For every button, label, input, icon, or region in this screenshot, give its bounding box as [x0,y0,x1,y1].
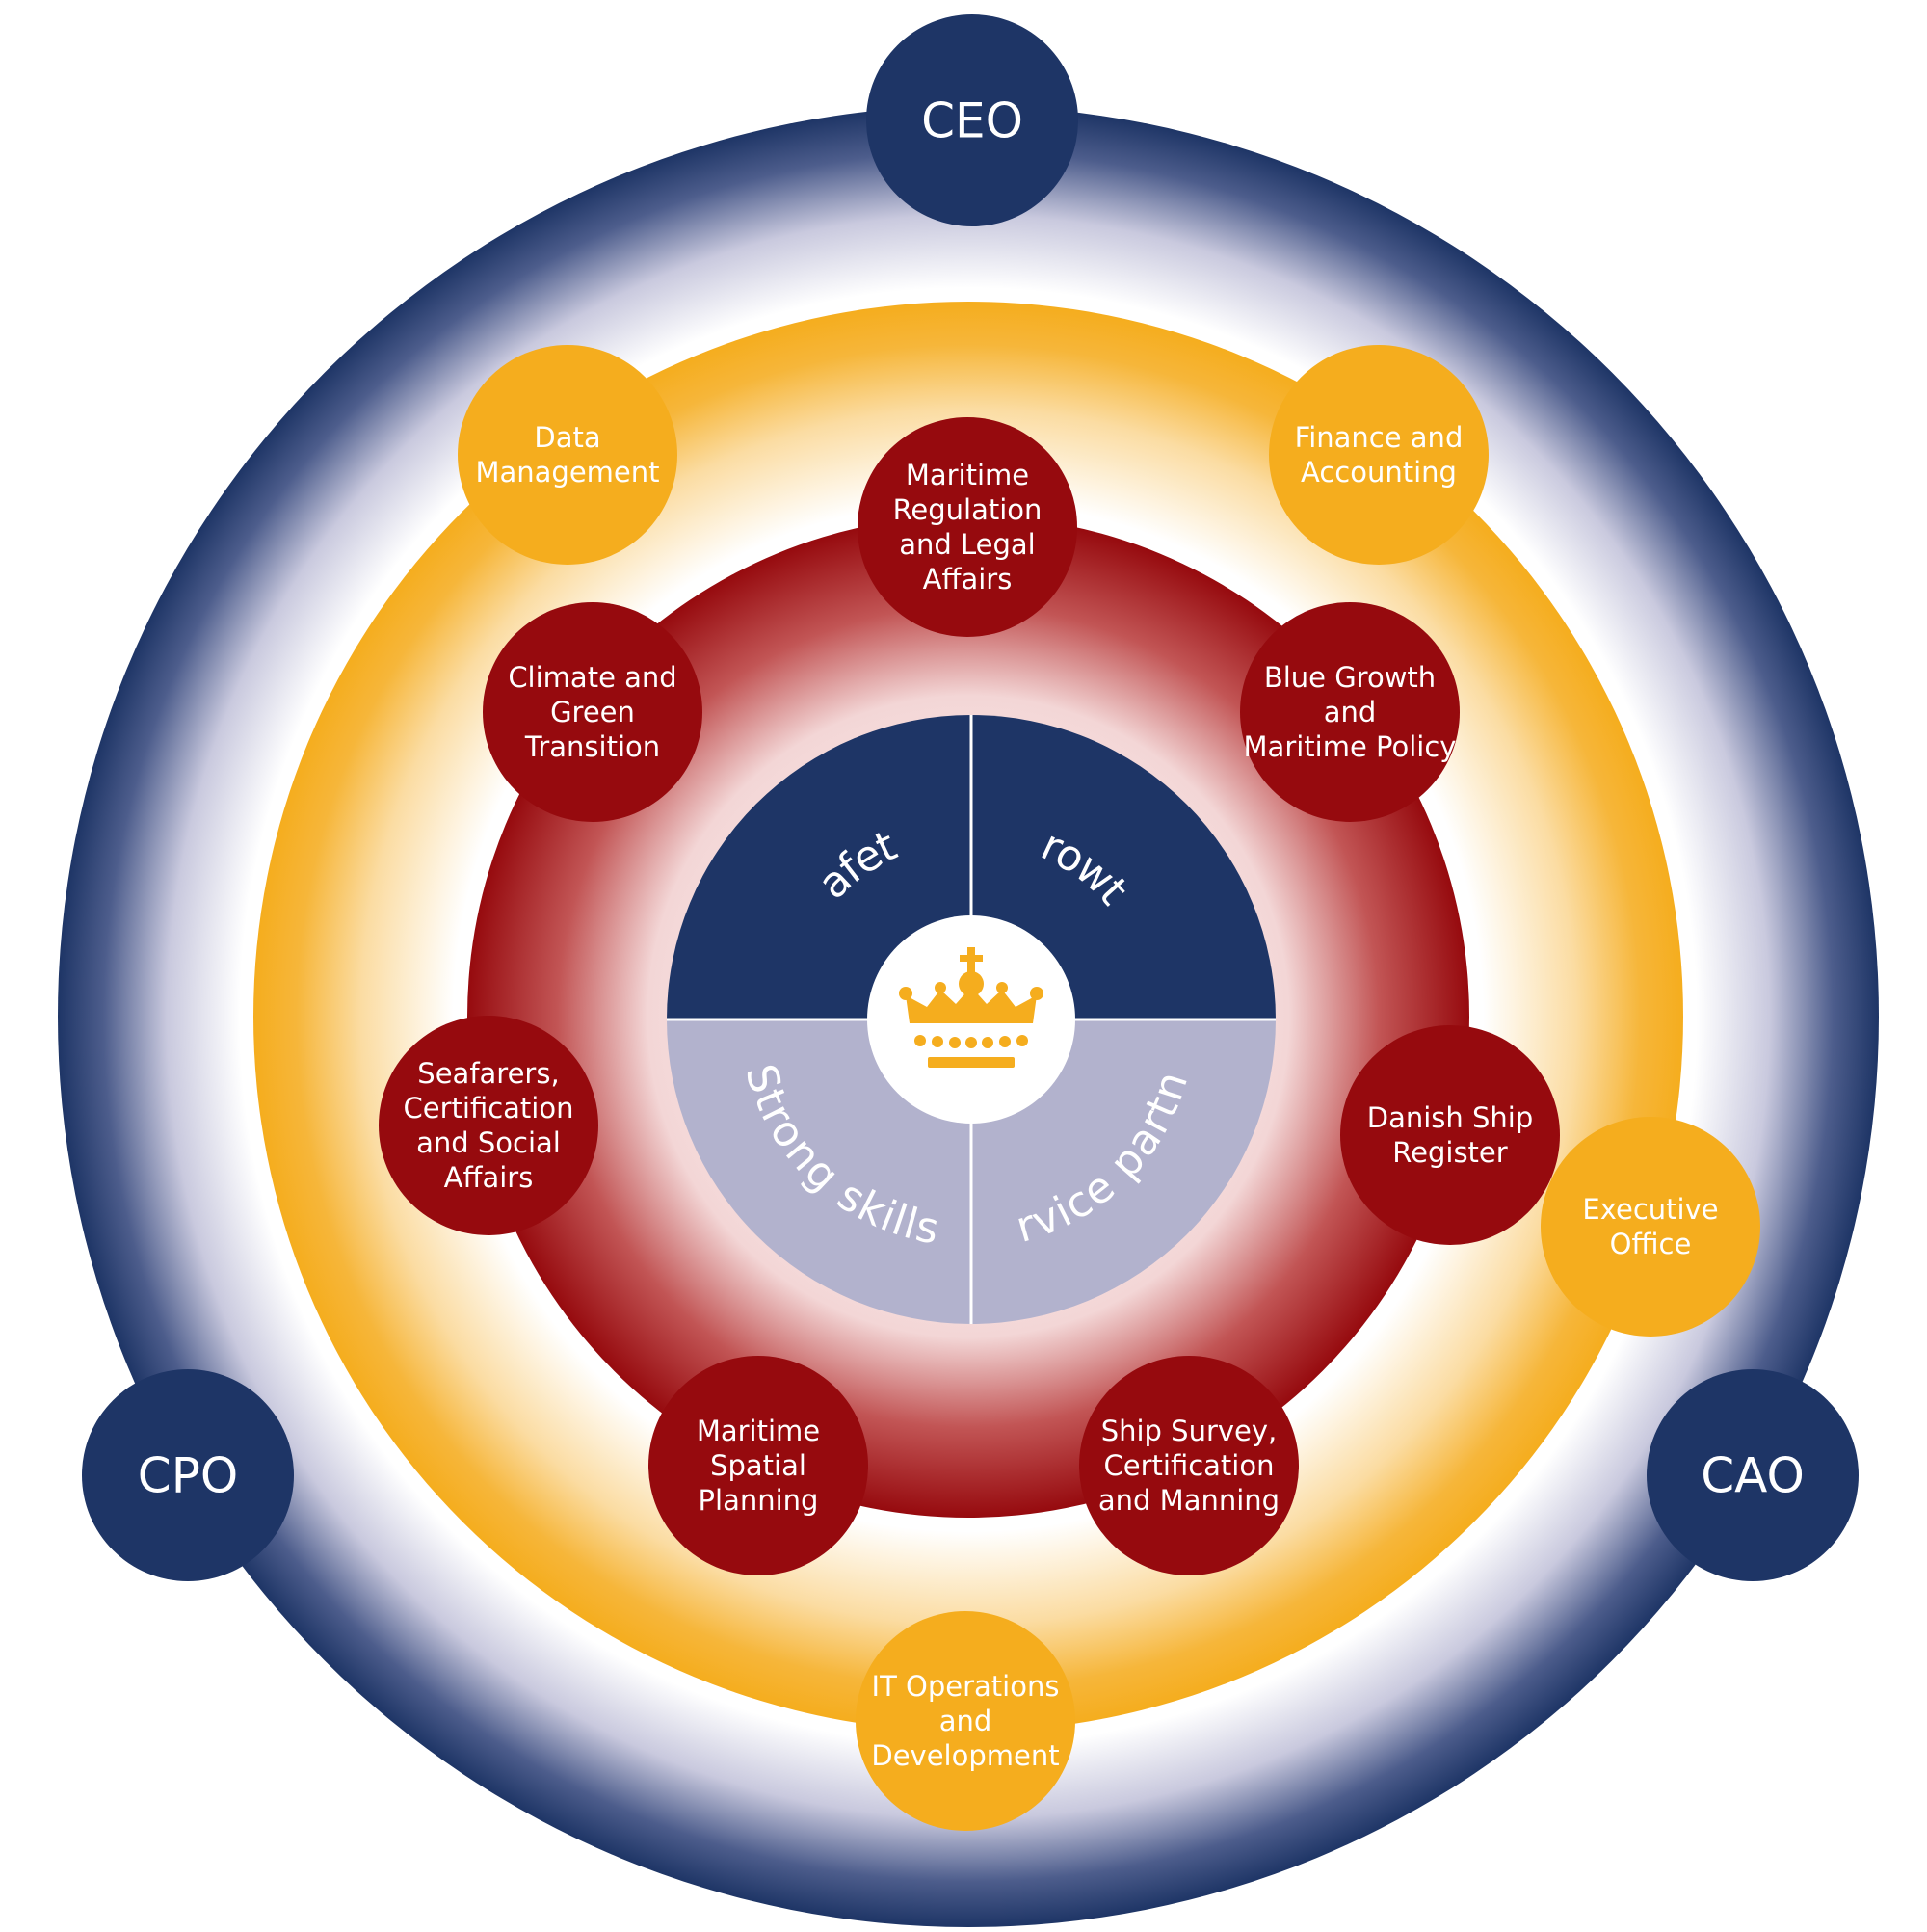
executive-circle [866,14,1078,226]
support-unit-label-line: Finance and [1295,421,1464,454]
department-circle [483,602,702,822]
segment-growth [971,715,1276,1019]
segment-service-partner [971,1019,1276,1324]
support-unit-label-line: Office [1610,1228,1692,1260]
executive-cao: CAO [1647,1369,1859,1581]
executive-cpo: CPO [82,1369,294,1581]
department-label-line: and Social [416,1126,561,1159]
executive-label-line: CPO [138,1448,238,1504]
department-label-line: Affairs [923,563,1013,595]
department-label-line: Maritime [906,459,1029,491]
executive-circle [82,1369,294,1581]
support-unit-label-line: Data [534,421,600,454]
department-circle [648,1356,868,1575]
department-label-line: and Legal [899,528,1036,561]
crown-icon [899,947,1043,1068]
support-unit-circle [1541,1117,1760,1337]
department-circle [1340,1025,1560,1245]
segment-safety [667,715,971,1019]
segment-strong-skills [667,1019,971,1324]
support-unit-label-line: Development [871,1739,1059,1772]
department-label-line: Maritime [697,1415,820,1447]
department-label-line: Danish Ship [1367,1101,1534,1134]
department-label-line: Climate and [508,661,676,694]
executive-circle [1647,1369,1859,1581]
department-label-line: Seafarers, [417,1057,559,1090]
support-unit-label-line: Accounting [1301,456,1457,489]
support-unit-label-line: Management [475,456,659,489]
department-label-line: Transition [524,730,660,763]
executive-ceo: CEO [866,14,1078,226]
support-unit-label-line: IT Operations [872,1670,1060,1703]
support-unit-circle [1269,345,1489,565]
executive-label-line: CAO [1701,1448,1805,1504]
department-label-line: Register [1392,1136,1507,1169]
department-label-line: Certification [1104,1449,1275,1482]
department-circle [1079,1356,1299,1575]
support-unit-circle [458,345,677,565]
department-label-line: Planning [699,1484,819,1517]
department-label-line: Regulation [893,493,1043,526]
department-label-line: Maritime Policy [1244,730,1457,763]
executive-label-line: CEO [921,93,1023,149]
department-label-line: Blue Growth [1264,661,1436,694]
department-label-line: Ship Survey, [1101,1415,1278,1447]
support-unit-label-line: Executive [1582,1193,1718,1226]
department-label-line: and [1324,696,1377,728]
department-label-line: Spatial [710,1449,806,1482]
department-label-line: Certification [404,1092,574,1125]
department-label-line: Green [550,696,635,728]
department-circle [858,417,1077,637]
support-unit-circle [856,1611,1075,1831]
department-label-line: and Manning [1098,1484,1280,1517]
department-circle [379,1016,598,1235]
support-unit-label-line: and [939,1705,992,1737]
department-circle [1240,602,1460,822]
department-label-line: Affairs [444,1161,534,1194]
